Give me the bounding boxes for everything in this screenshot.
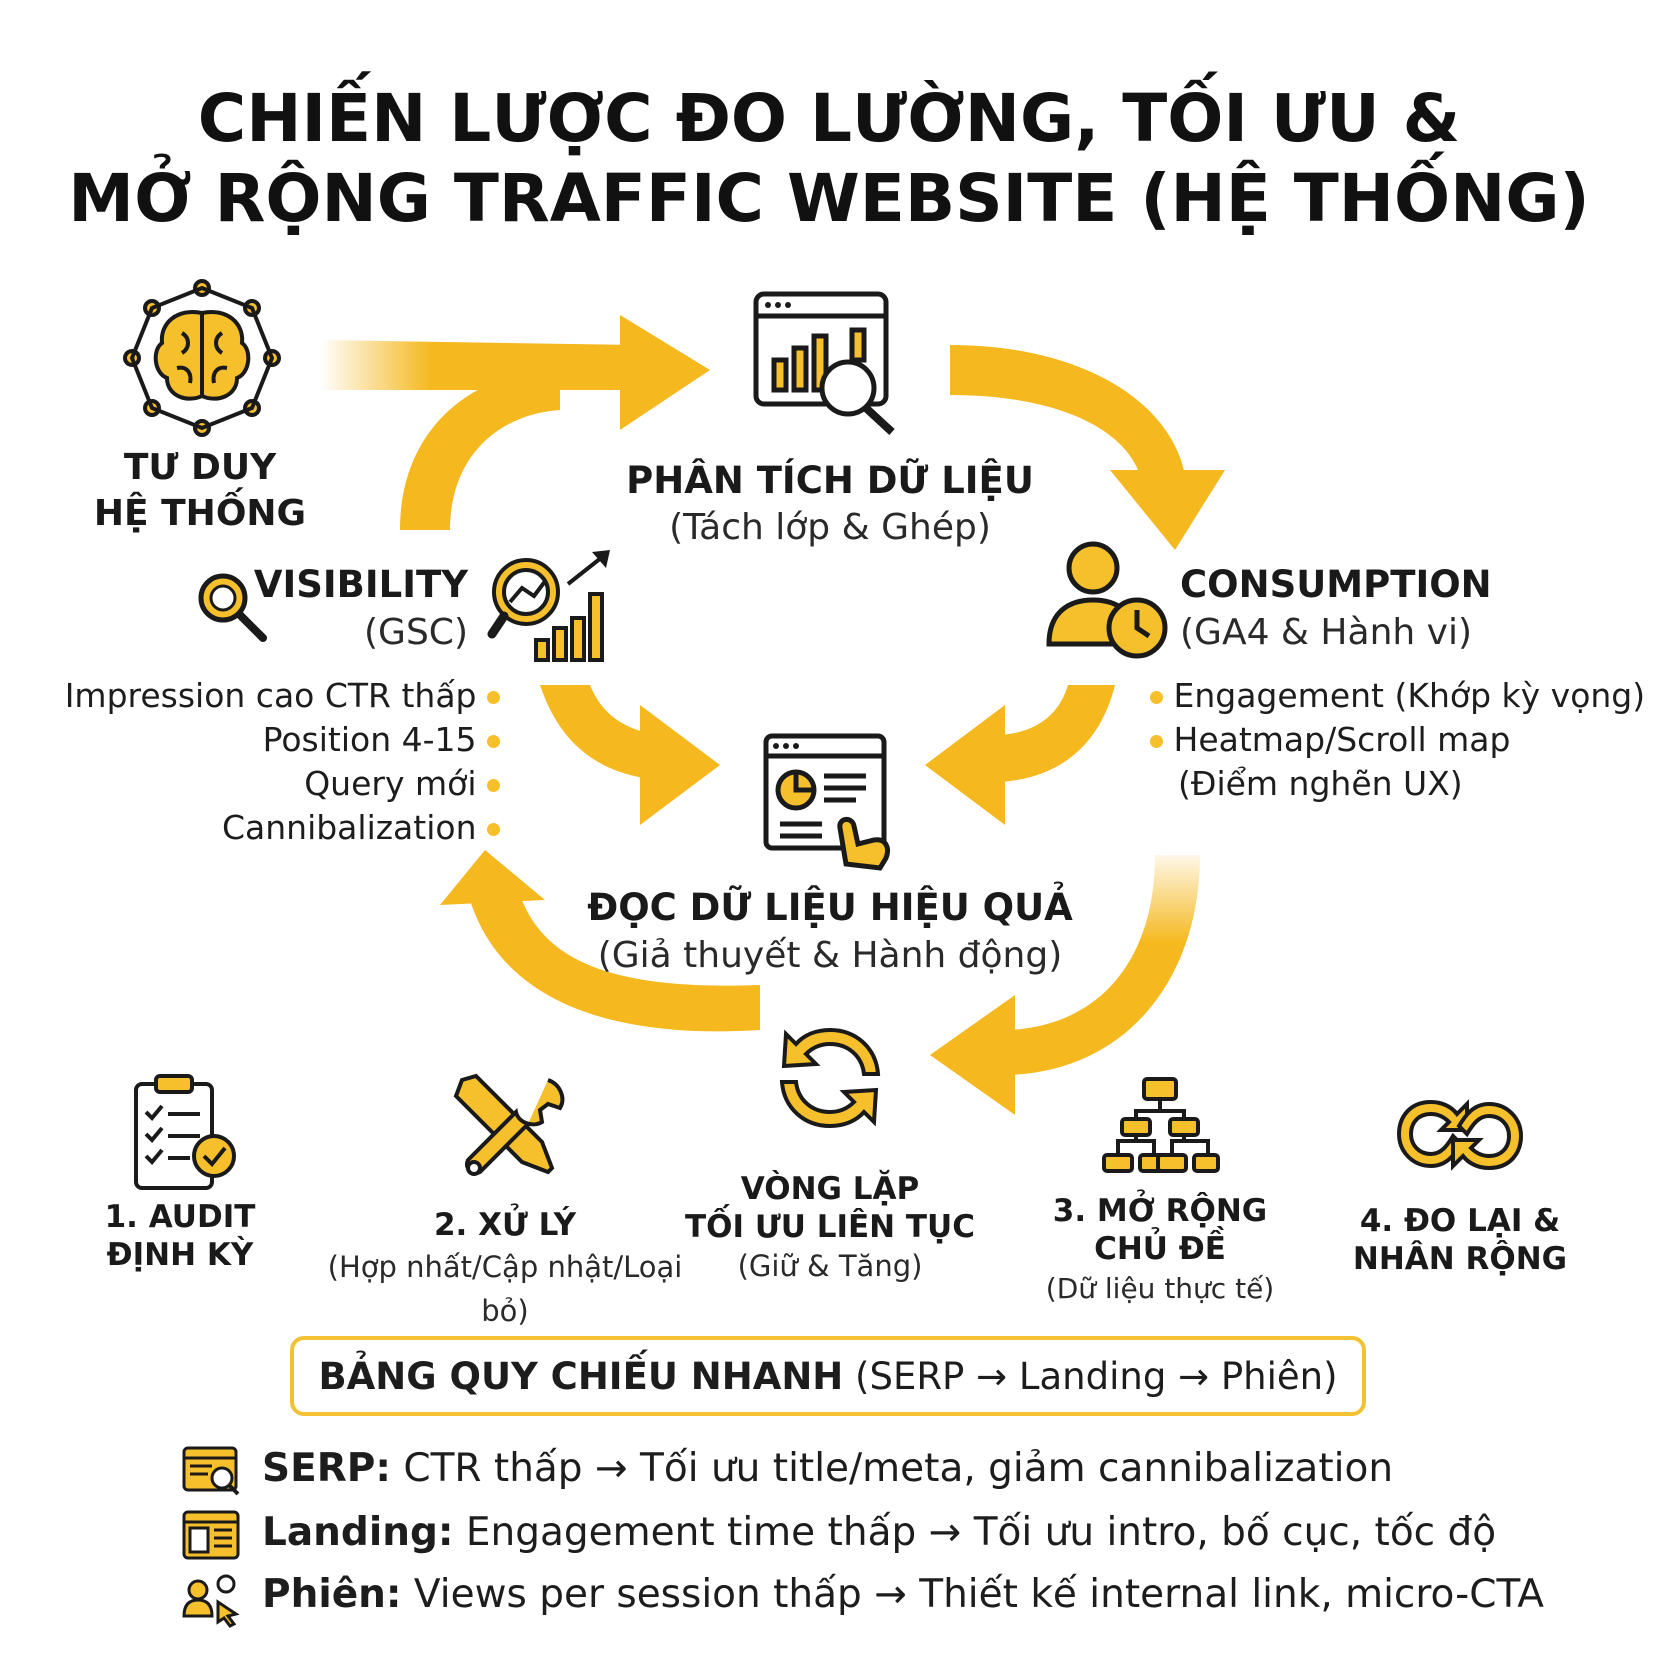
arrow-to-consumption (950, 345, 1225, 550)
hierarchy-icon (1102, 1077, 1220, 1173)
data-analysis-heading: PHÂN TÍCH DỮ LIỆU (626, 459, 1034, 502)
read-data-heading: ĐỌC DỮ LIỆU HIỆU QUẢ (587, 886, 1073, 929)
visibility-bullet: Cannibalization (40, 806, 500, 850)
reference-row-session: Phiên: Views per session thấp → Thiết kế… (262, 1572, 1544, 1617)
visibility-bullet-text: Impression cao CTR thấp (64, 676, 477, 715)
systems-thinking-label: TƯ DUY HỆ THỐNG (80, 445, 320, 537)
consumption-bullet: (Điểm nghẽn UX) (1150, 762, 1620, 806)
expand-line-2: CHỦ ĐỀ (1094, 1231, 1226, 1267)
clipboard-checklist-icon (134, 1074, 236, 1190)
reference-row-label: Phiên: (262, 1572, 402, 1617)
consumption-bullet: Heatmap/Scroll map (1150, 718, 1620, 762)
visibility-bullet-text: Cannibalization (221, 808, 477, 847)
visibility-bullet: Impression cao CTR thấp (40, 674, 500, 718)
process-step: 2. XỬ LÝ (Hợp nhất/Cập nhật/Loại bỏ) (300, 1205, 710, 1333)
visibility-node: VISIBILITY (GSC) (230, 562, 468, 658)
brain-network-icon (123, 279, 281, 437)
consumption-node: CONSUMPTION (GA4 & Hành vi) (1180, 562, 1500, 658)
consumption-bullets: Engagement (Khớp kỳ vọng) Heatmap/Scroll… (1150, 674, 1645, 806)
read-data-node: ĐỌC DỮ LIỆU HIỆU QUẢ (Giả thuyết & Hành … (560, 885, 1100, 981)
consumption-heading: CONSUMPTION (1180, 563, 1492, 606)
read-data-sub: (Giả thuyết & Hành động) (597, 935, 1063, 976)
reference-title-bold: BẢNG QUY CHIẾU NHANH (318, 1354, 844, 1398)
arrow-to-analysis (320, 315, 710, 530)
reference-row-landing: Landing: Engagement time thấp → Tối ưu i… (262, 1510, 1496, 1555)
visibility-bullets: Impression cao CTR thấp Position 4-15 Qu… (40, 674, 500, 850)
dashboard-magnifier-icon (753, 291, 895, 435)
process-sub: (Hợp nhất/Cập nhật/Loại bỏ) (327, 1250, 683, 1328)
magnifier-icon (198, 573, 267, 642)
infinity-loop-icon (1396, 1099, 1524, 1171)
data-analysis-node: PHÂN TÍCH DỮ LIỆU (Tách lớp & Ghép) (610, 458, 1050, 552)
bullet-dot (487, 691, 500, 704)
visibility-bullet-text: Position 4-15 (262, 720, 477, 759)
expand-step: 3. MỞ RỘNG CHỦ ĐỀ (Dữ liệu thực tế) (1020, 1192, 1300, 1310)
browser-pie-chart-click-icon (763, 733, 890, 871)
data-analysis-sub: (Tách lớp & Ghép) (669, 507, 991, 548)
session-users-icon (182, 1574, 240, 1628)
landing-page-icon (182, 1510, 240, 1560)
reference-title-rest: (SERP → Landing → Phiên) (843, 1354, 1338, 1398)
bullet-dot (487, 779, 500, 792)
visibility-bullet-text: Query mới (304, 764, 477, 803)
remeasure-step: 4. ĐO LẠI & NHÂN RỘNG (1330, 1202, 1590, 1278)
bullet-dot (487, 735, 500, 748)
systems-thinking-line-2: HỆ THỐNG (93, 493, 307, 534)
bullet-dot (487, 823, 500, 836)
consumption-bullet: Engagement (Khớp kỳ vọng) (1150, 674, 1645, 718)
arrow-to-loop (930, 855, 1200, 1115)
arrow-consumption-to-center (925, 685, 1115, 825)
systems-thinking-line-1: TƯ DUY (123, 447, 277, 488)
loop-line-1: VÒNG LẶP (740, 1171, 920, 1207)
visibility-bullet: Position 4-15 (40, 718, 500, 762)
reference-row-label: SERP: (262, 1446, 391, 1491)
consumption-bullet-text: Engagement (Khớp kỳ vọng) (1173, 676, 1646, 715)
consumption-bullet-text: Heatmap/Scroll map (1173, 720, 1511, 759)
process-heading: 2. XỬ LÝ (433, 1207, 577, 1243)
arrow-visibility-to-center (540, 685, 720, 825)
magnifier-growth-chart-icon (487, 550, 610, 662)
expand-sub: (Dữ liệu thực tế) (1045, 1272, 1275, 1305)
visibility-heading: VISIBILITY (253, 563, 468, 606)
bullet-dot (1150, 691, 1163, 704)
reference-row-text: Views per session thấp → Thiết kế intern… (401, 1572, 1544, 1617)
bullet-dot (1150, 735, 1163, 748)
loop-sub: (Giữ & Tăng) (737, 1249, 923, 1283)
remeasure-line-2: NHÂN RỘNG (1352, 1241, 1568, 1277)
loop-line-2: TỐI ƯU LIÊN TỤC (685, 1209, 975, 1245)
reference-title-box: BẢNG QUY CHIẾU NHANH (SERP → Landing → P… (290, 1336, 1366, 1416)
audit-line-2: ĐỊNH KỲ (106, 1237, 254, 1273)
reference-row-text: CTR thấp → Tối ưu title/meta, giảm canni… (390, 1446, 1394, 1491)
consumption-sub: (GA4 & Hành vi) (1180, 612, 1472, 653)
user-clock-icon (1046, 541, 1168, 659)
visibility-sub: (GSC) (364, 612, 468, 653)
audit-line-1: 1. AUDIT (104, 1199, 256, 1235)
reference-row-label: Landing: (262, 1510, 454, 1555)
audit-step: 1. AUDIT ĐỊNH KỲ (80, 1198, 280, 1274)
reference-row-serp: SERP: CTR thấp → Tối ưu title/meta, giảm… (262, 1446, 1393, 1491)
title-line-2: MỞ RỘNG TRAFFIC WEBSITE (HỆ THỐNG) (68, 160, 1590, 237)
wrench-screwdriver-icon (453, 1073, 565, 1176)
loop-step: VÒNG LẶP TỐI ƯU LIÊN TỤC (Giữ & Tăng) (670, 1170, 990, 1286)
consumption-bullet-text: (Điểm nghẽn UX) (1178, 764, 1463, 803)
reference-row-text: Engagement time thấp → Tối ưu intro, bố … (453, 1510, 1497, 1555)
title-line-1: CHIẾN LƯỢC ĐO LƯỜNG, TỐI ƯU & (197, 80, 1461, 157)
expand-line-1: 3. MỞ RỘNG (1052, 1193, 1268, 1229)
refresh-cycle-icon (779, 1027, 881, 1129)
arrow-loop-to-visibility (440, 850, 760, 1032)
serp-search-icon (182, 1446, 240, 1496)
visibility-bullet: Query mới (40, 762, 500, 806)
remeasure-line-1: 4. ĐO LẠI & (1359, 1203, 1561, 1239)
